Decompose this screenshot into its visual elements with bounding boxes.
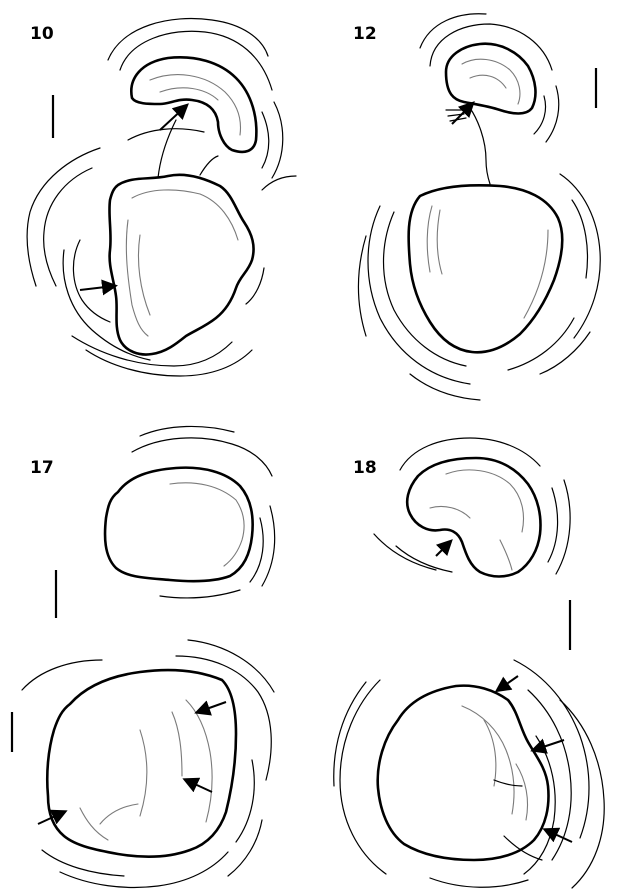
- panel-10: [27, 19, 296, 376]
- outer-line: [140, 426, 234, 436]
- crescent-outline: [131, 57, 256, 152]
- main-body-outline: [378, 686, 549, 860]
- outer-line: [494, 780, 522, 786]
- outer-line: [262, 176, 296, 190]
- outer-line: [272, 102, 283, 178]
- crescent-inner-line: [160, 88, 218, 100]
- outer-line: [72, 336, 232, 366]
- upper-body-inner-line: [170, 483, 244, 566]
- outer-line: [368, 206, 470, 384]
- main-body-inner-line: [437, 210, 442, 274]
- outer-line: [188, 640, 274, 692]
- outer-line: [44, 168, 92, 286]
- main-body-inner-line: [524, 230, 548, 318]
- main-body-inner-line: [132, 190, 238, 240]
- upper-body-outline: [105, 468, 253, 582]
- arrow-icon: [186, 780, 212, 792]
- panel-17: [12, 426, 275, 887]
- main-body-inner-line: [462, 706, 514, 814]
- panel-12: [359, 14, 601, 400]
- outer-line: [400, 438, 540, 470]
- outer-line: [340, 680, 386, 874]
- small-body-inner-line: [470, 75, 506, 88]
- main-body-inner-line: [140, 730, 147, 816]
- upper-body-inner-line: [430, 506, 470, 518]
- main-body-inner-line: [80, 808, 108, 840]
- outer-line: [73, 240, 110, 322]
- outer-line: [63, 250, 150, 360]
- arrow-icon: [436, 542, 450, 556]
- main-body-outline: [409, 185, 563, 352]
- outer-line: [546, 86, 559, 142]
- small-body-inner-line: [462, 59, 520, 104]
- outer-line: [560, 700, 604, 888]
- arrow-icon: [198, 702, 226, 712]
- main-body-inner-line: [186, 700, 212, 822]
- outer-line: [334, 682, 366, 786]
- outer-line: [262, 506, 275, 586]
- outer-line: [359, 236, 367, 336]
- outer-line: [560, 174, 600, 338]
- small-body-outline: [446, 44, 535, 114]
- outer-line: [548, 488, 558, 562]
- outer-line: [246, 268, 264, 304]
- main-body-outline: [109, 175, 253, 355]
- arrow-icon: [80, 286, 114, 290]
- outer-line: [108, 19, 268, 60]
- outer-line: [120, 31, 272, 90]
- connecting-line: [128, 129, 204, 140]
- outer-line: [508, 318, 574, 370]
- main-body-inner-line: [100, 804, 138, 824]
- main-body-inner-line: [172, 712, 182, 776]
- panel-18: [334, 438, 604, 888]
- outer-line: [160, 590, 240, 598]
- outer-line: [524, 736, 555, 874]
- outer-line: [420, 14, 486, 48]
- outer-line: [228, 820, 262, 876]
- upper-body-inner-line: [500, 540, 512, 570]
- arrow-icon: [498, 676, 518, 690]
- outer-line: [540, 332, 590, 374]
- connecting-line: [200, 156, 218, 175]
- upper-body-outline: [407, 458, 540, 577]
- outer-line: [430, 878, 528, 887]
- outer-line: [236, 760, 254, 842]
- outer-line: [22, 660, 102, 690]
- outer-line: [262, 112, 269, 168]
- outer-line: [572, 200, 587, 278]
- outer-line: [396, 546, 452, 572]
- outer-line: [86, 350, 252, 376]
- outer-line: [528, 690, 571, 860]
- upper-body-inner-line: [446, 470, 524, 532]
- outer-line: [514, 660, 589, 838]
- main-body-inner-line: [516, 764, 528, 820]
- main-body-inner-line: [138, 235, 150, 315]
- main-body-inner-line: [126, 220, 148, 336]
- main-body-outline: [47, 670, 236, 857]
- connecting-line: [470, 108, 490, 184]
- outer-line: [556, 480, 570, 574]
- main-body-inner-line: [427, 206, 432, 272]
- arrow-icon: [534, 740, 564, 750]
- outer-line: [176, 656, 271, 780]
- outer-line: [534, 96, 546, 134]
